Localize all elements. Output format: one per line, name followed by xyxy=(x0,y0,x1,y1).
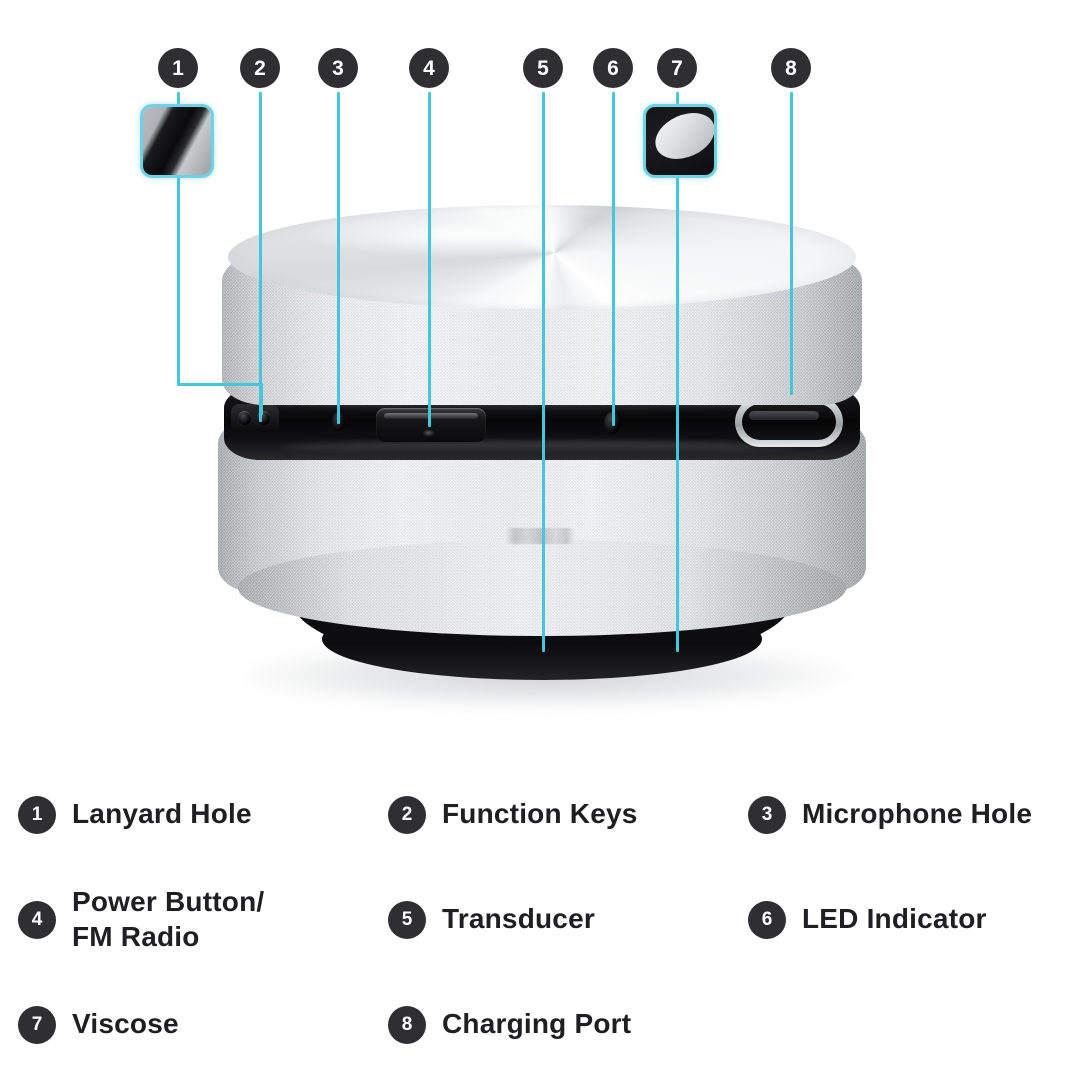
legend-label-8: Charging Port xyxy=(442,1008,632,1040)
charging-port-recess xyxy=(742,404,836,440)
callout-badge-6[interactable]: 6 xyxy=(593,48,633,88)
power-button-feature xyxy=(422,430,435,437)
callout-badge-3[interactable]: 3 xyxy=(318,48,358,88)
legend-item-led-indicator[interactable]: 6 LED Indicator xyxy=(748,900,1080,939)
legend-badge-7: 7 xyxy=(18,1005,56,1044)
lanyard-hole-dot-left xyxy=(238,411,251,425)
legend-label-5: Transducer xyxy=(442,903,595,935)
charging-port-tongue xyxy=(749,411,819,420)
magnified-detail-viscose-icon xyxy=(646,107,714,175)
brand-logo-mark xyxy=(505,528,575,544)
legend-label-1: Lanyard Hole xyxy=(72,798,252,830)
function-keys-feature xyxy=(376,408,486,442)
magnified-inset-lanyard-hole xyxy=(140,104,214,178)
callout-badge-1[interactable]: 1 xyxy=(158,48,198,88)
legend-label-6: LED Indicator xyxy=(802,903,987,935)
legend-label-4: Power Button/ FM Radio xyxy=(72,886,265,952)
legend-badge-3: 3 xyxy=(748,795,786,834)
leader-line-3 xyxy=(337,92,340,424)
leader-line-7 xyxy=(676,92,679,652)
legend-item-power-button-fm-radio[interactable]: 4 Power Button/ FM Radio xyxy=(18,885,388,953)
callout-badge-4[interactable]: 4 xyxy=(409,48,449,88)
legend-item-transducer[interactable]: 5 Transducer xyxy=(388,900,748,939)
callout-badge-7[interactable]: 7 xyxy=(657,48,697,88)
legend-badge-4: 4 xyxy=(18,900,56,939)
leader-line-1-jog xyxy=(177,383,263,386)
legend-label-3: Microphone Hole xyxy=(802,798,1033,830)
product-top-highlight xyxy=(300,214,630,256)
legend-item-charging-port[interactable]: 8 Charging Port xyxy=(388,1005,748,1044)
legend-badge-6: 6 xyxy=(748,900,786,939)
charging-port-feature xyxy=(735,397,843,447)
legend-item-function-keys[interactable]: 2 Function Keys xyxy=(388,795,748,834)
legend-badge-1: 1 xyxy=(18,795,56,834)
legend-item-lanyard-hole[interactable]: 1 Lanyard Hole xyxy=(18,795,388,834)
leader-line-1 xyxy=(177,92,180,385)
legend-label-2: Function Keys xyxy=(442,798,638,830)
callout-badge-5[interactable]: 5 xyxy=(523,48,563,88)
magnified-detail-lanyard-icon xyxy=(143,107,211,175)
viscose-pad-shape xyxy=(648,107,714,168)
function-keys-slot xyxy=(384,413,478,419)
legend-item-viscose[interactable]: 7 Viscose xyxy=(18,1005,388,1044)
legend-badge-2: 2 xyxy=(388,795,426,834)
callout-badge-2[interactable]: 2 xyxy=(240,48,280,88)
lanyard-hole-feature xyxy=(231,404,279,432)
leader-line-8 xyxy=(790,92,793,395)
legend-item-microphone-hole[interactable]: 3 Microphone Hole xyxy=(748,795,1080,834)
callout-badge-8[interactable]: 8 xyxy=(771,48,811,88)
leader-line-4 xyxy=(428,92,431,427)
port-band-lowlight xyxy=(280,441,800,453)
legend: 1 Lanyard Hole 2 Function Keys 3 Microph… xyxy=(0,762,1080,1080)
leader-line-2 xyxy=(259,92,262,422)
leader-line-5 xyxy=(542,92,545,652)
magnified-inset-viscose xyxy=(643,104,717,178)
leader-line-6 xyxy=(612,92,615,426)
legend-badge-5: 5 xyxy=(388,900,426,939)
legend-label-7: Viscose xyxy=(72,1008,179,1040)
legend-badge-8: 8 xyxy=(388,1005,426,1044)
